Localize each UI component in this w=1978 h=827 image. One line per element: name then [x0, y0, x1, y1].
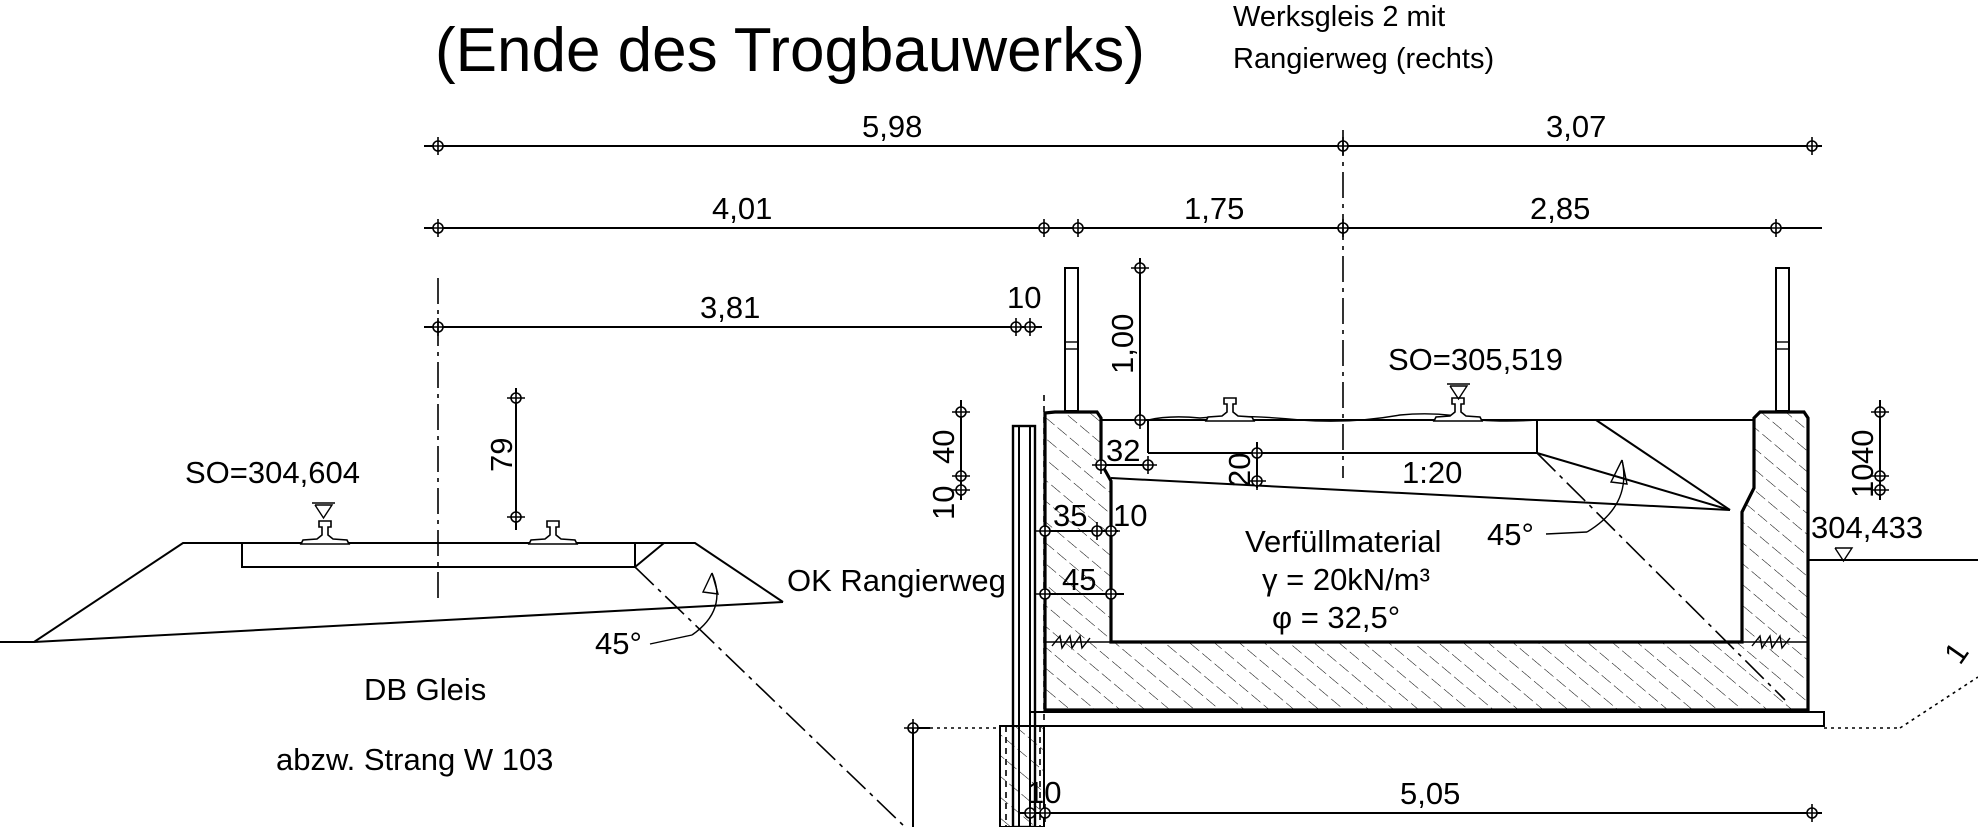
dimension-label: 3,07: [1546, 109, 1606, 144]
dimension-label: 4,01: [712, 191, 772, 226]
fill-and-track-bed: [1101, 397, 1786, 701]
werksgleis-label-line2: Rangierweg (rechts): [1233, 43, 1494, 75]
so-right-level-mark: SO=305,519: [1388, 342, 1563, 401]
ok-rangierweg-label: OK Rangierweg: [787, 563, 1006, 598]
dimension-label: 5,05: [1400, 776, 1460, 811]
so-left-label: SO=304,604: [185, 455, 360, 490]
dimension-35-10: 35 10: [1035, 498, 1147, 541]
db-gleis-label: DB Gleis: [364, 672, 486, 707]
dimension-bottom: 10 5,05: [1020, 775, 1822, 823]
angle-left-label: 45°: [595, 626, 642, 661]
dimension-label: 3,81: [700, 290, 760, 325]
dimension-label: 40: [926, 430, 961, 464]
dimension-label: 1,00: [1105, 314, 1140, 374]
so-left-level-mark: SO=304,604: [185, 455, 360, 520]
fill-material-gamma: γ = 20kN/m³: [1262, 562, 1430, 597]
dimension-label: 10: [1007, 280, 1041, 315]
angle-right-label: 45°: [1487, 517, 1534, 552]
dimension-label: 20: [1222, 453, 1257, 487]
dimension-1-00: 1,00: [1105, 258, 1150, 430]
rail-height-dimension: 79: [484, 388, 526, 530]
fill-material-name: Verfüllmaterial: [1245, 524, 1441, 559]
trough-structure: [1029, 410, 1825, 727]
dimension-label: 45: [1062, 562, 1096, 597]
dimension-label: 2,85: [1530, 191, 1590, 226]
dimension-40-10-left: 40 10: [926, 400, 971, 520]
dimension-row-1: 5,98 3,07: [424, 109, 1822, 156]
dimension-label: 40: [1845, 430, 1880, 464]
right-ground: 1: [1824, 636, 1978, 729]
dimension-40-10-right: 40 10: [1845, 400, 1890, 500]
so-right-label: SO=305,519: [1388, 342, 1563, 377]
fill-material-phi: φ = 32,5°: [1272, 600, 1400, 635]
level-mark-right: 304,433: [1808, 510, 1978, 563]
dimension-label: 10: [1113, 498, 1147, 533]
dimension-label: 5,98: [862, 109, 922, 144]
dimension-label: 10: [1845, 464, 1880, 498]
db-track-embankment: [0, 520, 906, 827]
edge-mark-label: 1: [1937, 636, 1976, 670]
dimension-row-3: 3,81 10: [424, 280, 1042, 337]
dimension-label: 79: [484, 438, 519, 472]
dimension-row-2: 4,01 1,75 2,85: [424, 191, 1822, 238]
railing-left: [1064, 267, 1079, 412]
dimension-label: 1,75: [1184, 191, 1244, 226]
werksgleis-label-line1: Werksgleis 2 mit: [1233, 1, 1445, 33]
lower-wall: [903, 718, 1045, 827]
level-right-label: 304,433: [1811, 510, 1923, 545]
dimension-label: 10: [926, 486, 961, 520]
dimension-label: 32: [1106, 433, 1140, 468]
dimension-45: 45: [1035, 562, 1124, 604]
dimension-label: 35: [1053, 498, 1087, 533]
dimension-32-20: 32 20: [1091, 433, 1267, 491]
strang-label: abzw. Strang W 103: [276, 742, 553, 777]
drawing-title: (Ende des Trogbauwerks): [435, 16, 1145, 85]
slope-label: 1:20: [1402, 455, 1462, 490]
railing-right: [1775, 267, 1790, 412]
dimension-label: 10: [1027, 775, 1061, 810]
